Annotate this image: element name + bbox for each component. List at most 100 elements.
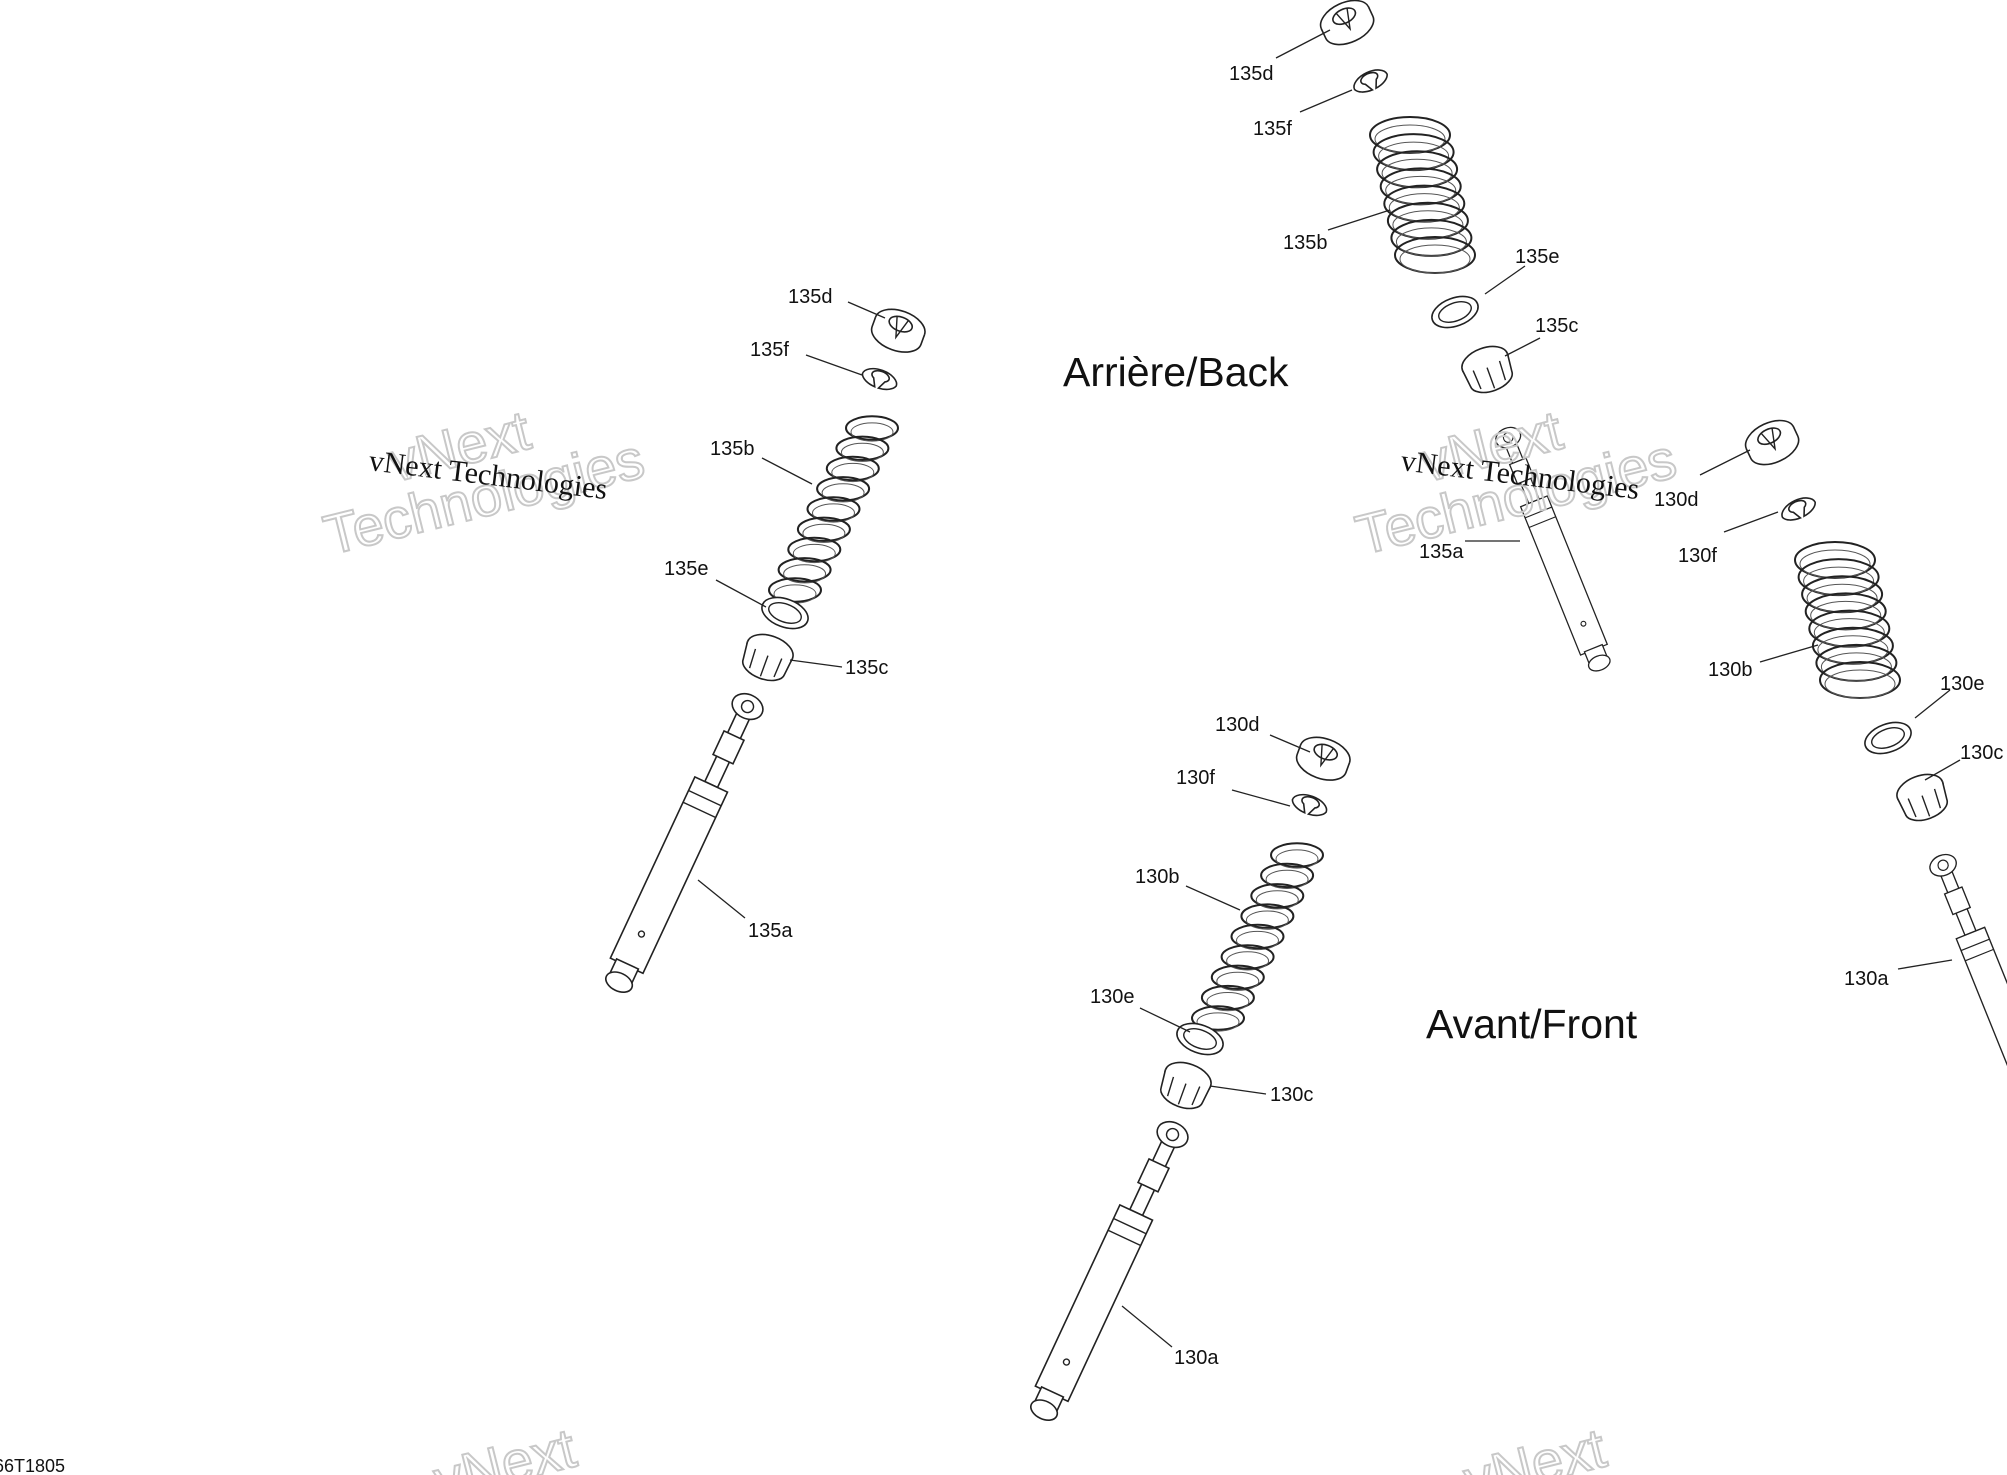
spring-135b xyxy=(768,415,899,604)
callout-135e: 135e xyxy=(664,558,709,580)
spring-coil xyxy=(806,496,861,522)
spring-coil-inner xyxy=(1817,635,1889,665)
ring-135e xyxy=(1426,289,1484,335)
spring-coil-inner xyxy=(1806,583,1878,613)
spring-coil xyxy=(1220,944,1275,970)
spring-coil-inner xyxy=(1395,227,1467,257)
callout-135a: 135a xyxy=(748,920,793,942)
cap-135d xyxy=(866,302,931,360)
clip-130f xyxy=(1777,492,1820,526)
spring-coil-inner xyxy=(1799,549,1871,579)
spring-coil xyxy=(1191,1005,1245,1031)
watermark: vNext Technologies vNext Technologies vN… xyxy=(317,397,1683,1475)
shock-130a xyxy=(1023,1115,1195,1427)
spring-coil-inner xyxy=(1378,141,1450,171)
spring-130b xyxy=(1794,541,1901,699)
front-section-title: Avant/Front xyxy=(1426,1001,1638,1047)
rear-left-assembly xyxy=(598,302,931,999)
spring-coil-inner xyxy=(1275,849,1319,869)
callout-130d: 130d xyxy=(1654,489,1699,511)
spring-coil-inner xyxy=(1392,210,1464,240)
callout-135d: 135d xyxy=(788,286,833,308)
ring-130e xyxy=(1859,715,1917,761)
spring-coil-inner xyxy=(1385,175,1457,205)
callout-130c: 130c xyxy=(1960,742,2003,764)
watermark-big-top: vNext xyxy=(1458,1416,1613,1475)
callout-135e: 135e xyxy=(1515,246,1560,268)
spring-coil xyxy=(1210,964,1265,990)
callout-130a: 130a xyxy=(1844,968,1889,990)
spring-coil-inner xyxy=(840,442,884,462)
shock-135a xyxy=(598,687,770,999)
clip-135f xyxy=(858,363,901,395)
spring-coil-inner xyxy=(783,564,827,584)
spring-coil-inner xyxy=(821,483,865,503)
spring-coil xyxy=(787,536,842,563)
callout-135b: 135b xyxy=(1283,232,1328,254)
spring-coil-inner xyxy=(802,523,846,543)
spring-coil-inner xyxy=(812,503,855,523)
callout-130b: 130b xyxy=(1135,866,1180,888)
front-right-assembly xyxy=(1739,412,2007,1119)
figure-code: 66T1805 xyxy=(0,1456,65,1475)
callout-130f: 130f xyxy=(1176,767,1215,789)
shock-130a xyxy=(1924,849,2007,1119)
spring-coil-inner xyxy=(1399,244,1471,274)
spring-coil xyxy=(1260,862,1315,889)
spring-coil-inner xyxy=(1820,652,1892,682)
rear-section-title: Arrière/Back xyxy=(1063,349,1289,395)
spring-130b xyxy=(1191,842,1324,1032)
spring-coil xyxy=(796,516,851,542)
watermark-big-top: vNext xyxy=(428,1416,583,1475)
callout-130e: 130e xyxy=(1090,986,1135,1008)
ring-135e xyxy=(756,590,814,636)
clip-130f xyxy=(1288,789,1331,821)
springs xyxy=(768,116,1901,1032)
collar-135c xyxy=(736,627,799,688)
collar-130c xyxy=(1891,767,1954,828)
spring-coil xyxy=(835,435,890,461)
cap-130d xyxy=(1739,412,1805,473)
clip-135f xyxy=(1349,64,1392,98)
spring-coil-inner xyxy=(1810,600,1882,630)
spring-coil-inner xyxy=(1216,971,1260,991)
spring-coil-inner xyxy=(1196,1012,1240,1032)
spring-coil xyxy=(816,476,871,502)
spring-coil xyxy=(1240,903,1295,929)
callout-135f: 135f xyxy=(750,339,789,361)
spring-coil-inner xyxy=(1381,158,1453,188)
cap-135d xyxy=(1314,0,1380,53)
collar-130c xyxy=(1154,1055,1217,1116)
spring-coil-inner xyxy=(1813,618,1885,648)
spring-coil-inner xyxy=(1388,193,1460,223)
spring-coil-inner xyxy=(1255,890,1299,910)
callout-130a: 130a xyxy=(1174,1347,1219,1369)
spring-coil xyxy=(1270,842,1324,868)
callout-135a: 135a xyxy=(1419,541,1464,563)
spring-coil-inner xyxy=(1824,669,1896,699)
spring-coil xyxy=(777,557,832,583)
rear-right-assembly xyxy=(1314,0,1616,676)
callout-135f: 135f xyxy=(1253,118,1292,140)
spring-coil xyxy=(845,415,899,441)
callout-135c: 135c xyxy=(1535,315,1578,337)
spring-135b xyxy=(1369,116,1476,274)
spring-coil-inner xyxy=(792,543,836,564)
callout-130d: 130d xyxy=(1215,714,1260,736)
ring-130e xyxy=(1171,1016,1229,1062)
spring-coil-inner xyxy=(1374,124,1446,154)
callout-130f: 130f xyxy=(1678,545,1717,567)
callout-135c: 135c xyxy=(845,657,888,679)
spring-coil-inner xyxy=(1236,930,1279,951)
spring-coil xyxy=(1200,984,1255,1011)
collar-135c xyxy=(1456,339,1519,400)
callout-130e: 130e xyxy=(1940,673,1985,695)
leader-lines xyxy=(697,29,1961,1348)
spring-coil xyxy=(1250,883,1305,909)
spring-coil-inner xyxy=(1803,566,1875,596)
spring-coil-inner xyxy=(850,422,894,442)
callout-130b: 130b xyxy=(1708,659,1753,681)
callout-130c: 130c xyxy=(1270,1084,1313,1106)
spring-coil xyxy=(825,455,880,482)
